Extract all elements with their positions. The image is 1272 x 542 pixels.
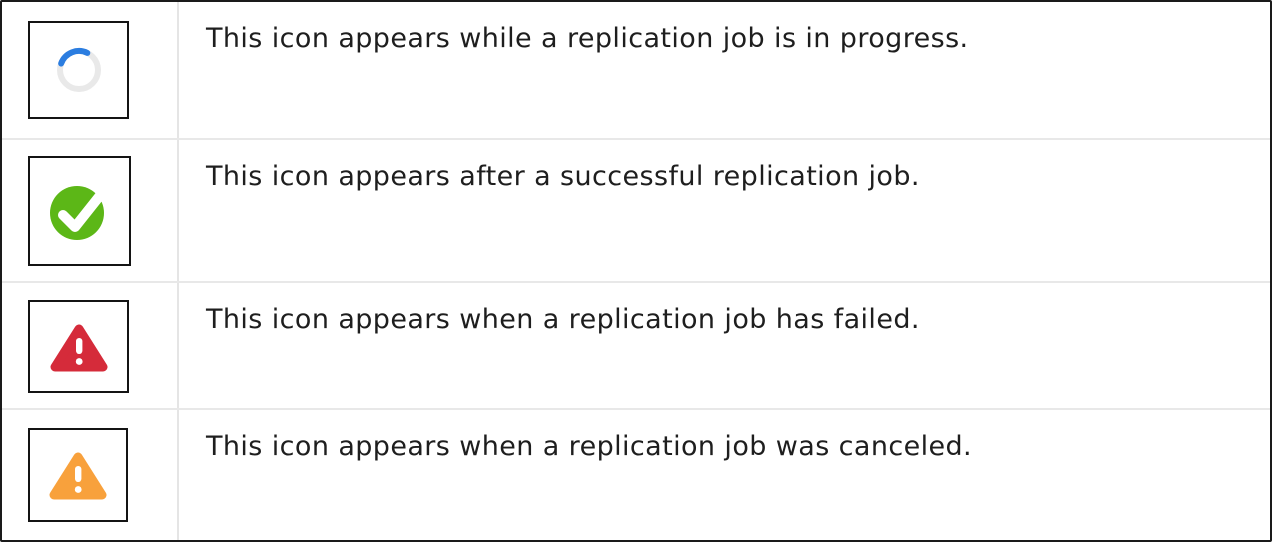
description-cell: This icon appears while a replication jo…	[179, 2, 1270, 138]
row-description: This icon appears when a replication job…	[206, 304, 920, 335]
table-row: This icon appears when a replication job…	[2, 410, 1270, 540]
table-row: This icon appears after a successful rep…	[2, 140, 1270, 283]
icon-cell	[2, 410, 179, 540]
icon-frame	[28, 300, 129, 393]
canceled-warning-icon	[49, 450, 107, 500]
row-description: This icon appears when a replication job…	[206, 431, 973, 462]
icon-cell	[2, 283, 179, 408]
description-cell: This icon appears when a replication job…	[179, 283, 1270, 408]
success-check-icon	[49, 180, 111, 242]
spinner-in-progress-icon	[54, 45, 104, 95]
failed-warning-icon	[50, 322, 108, 372]
description-cell: This icon appears after a successful rep…	[179, 140, 1270, 281]
icon-frame	[28, 156, 131, 266]
row-description: This icon appears while a replication jo…	[206, 23, 969, 54]
description-cell: This icon appears when a replication job…	[179, 410, 1270, 540]
icon-cell	[2, 140, 179, 281]
icon-cell	[2, 2, 179, 138]
table-row: This icon appears when a replication job…	[2, 283, 1270, 410]
table-row: This icon appears while a replication jo…	[2, 2, 1270, 140]
icon-frame	[28, 428, 128, 522]
icon-frame	[28, 21, 129, 119]
row-description: This icon appears after a successful rep…	[206, 161, 920, 192]
